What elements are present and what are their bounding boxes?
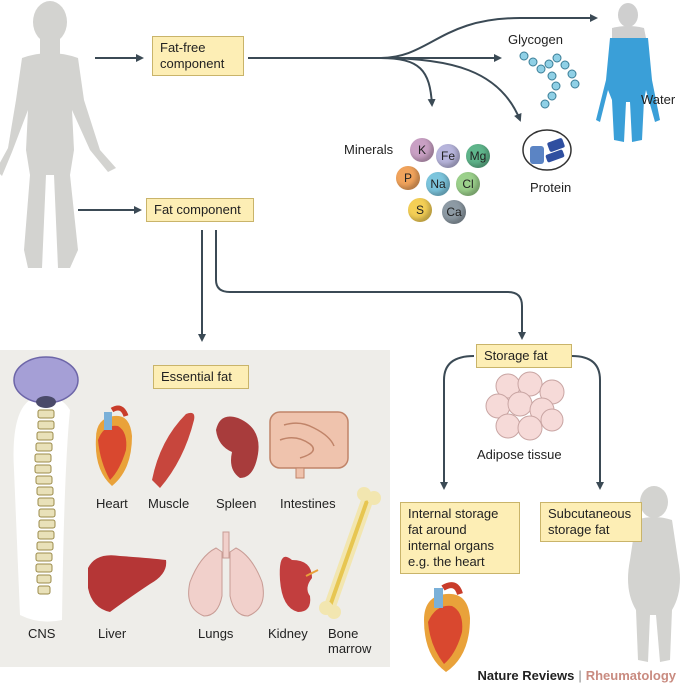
organ-label-kidney: Kidney [268, 626, 308, 641]
organ-label-heart: Heart [96, 496, 128, 511]
water-body-icon [596, 3, 660, 142]
storage-fat-box: Storage fat [476, 344, 572, 368]
protein-icon [522, 129, 572, 171]
minerals-label: Minerals [344, 142, 394, 157]
spleen-organ-icon [216, 416, 259, 478]
ion-s: S [408, 198, 432, 222]
heart-organ-icon [95, 405, 132, 486]
glycogen-label: Glycogen [508, 32, 563, 47]
subcutaneous-body-icon [628, 486, 680, 662]
organ-label-lungs: Lungs [198, 626, 234, 641]
organ-label-intestines: Intestines [280, 496, 336, 511]
arrow-to-storage [215, 230, 526, 340]
essential-fat-box: Essential fat [153, 365, 249, 389]
fat-component-box: Fat component [146, 198, 254, 222]
journal-name: Nature Reviews [477, 668, 575, 683]
glycogen-icon [519, 51, 580, 109]
arrow-to-subcutaneous [571, 355, 604, 490]
organ-label-bone-marrow: Bone marrow [328, 626, 372, 656]
water-label: Water [641, 92, 676, 107]
kidney-organ-icon [279, 556, 319, 612]
protein-label: Protein [530, 180, 572, 195]
cns-icon [13, 356, 79, 622]
organ-label-spleen: Spleen [216, 496, 257, 511]
organ-label-liver: Liver [98, 626, 127, 641]
ion-k: K [410, 138, 434, 162]
arrow-to-internal [440, 355, 475, 490]
intestines-organ-icon [269, 411, 349, 479]
muscle-organ-icon [152, 412, 195, 488]
adipose-tissue-label: Adipose tissue [477, 447, 562, 462]
arrow-to-protein [379, 57, 522, 122]
fat-free-component-box: Fat-free component [152, 36, 244, 76]
ion-fe: Fe [436, 144, 460, 168]
subcutaneous-storage-fat-box: Subcutaneous storage fat [540, 502, 642, 542]
arrow-to-minerals [379, 57, 436, 107]
footer-separator: | [578, 668, 582, 683]
journal-subject: Rheumatology [585, 668, 676, 683]
bone-organ-icon [319, 487, 381, 619]
adipose-tissue-icon [485, 371, 565, 441]
ion-ca: Ca [442, 200, 466, 224]
ion-na: Na [426, 172, 450, 196]
arrow-to-water [379, 14, 598, 59]
human-silhouette-icon [0, 1, 116, 268]
ion-cl: Cl [456, 172, 480, 196]
storage-heart-icon [424, 582, 470, 672]
ion-mg: Mg [466, 144, 490, 168]
internal-storage-fat-box: Internal storage fat around internal org… [400, 502, 520, 574]
journal-footer: Nature Reviews|Rheumatology [477, 668, 676, 683]
organ-label-muscle: Muscle [148, 496, 190, 511]
organ-label-cns: CNS [28, 626, 56, 641]
liver-organ-icon [88, 555, 167, 612]
ion-p: P [396, 166, 420, 190]
lungs-organ-icon [188, 531, 264, 617]
